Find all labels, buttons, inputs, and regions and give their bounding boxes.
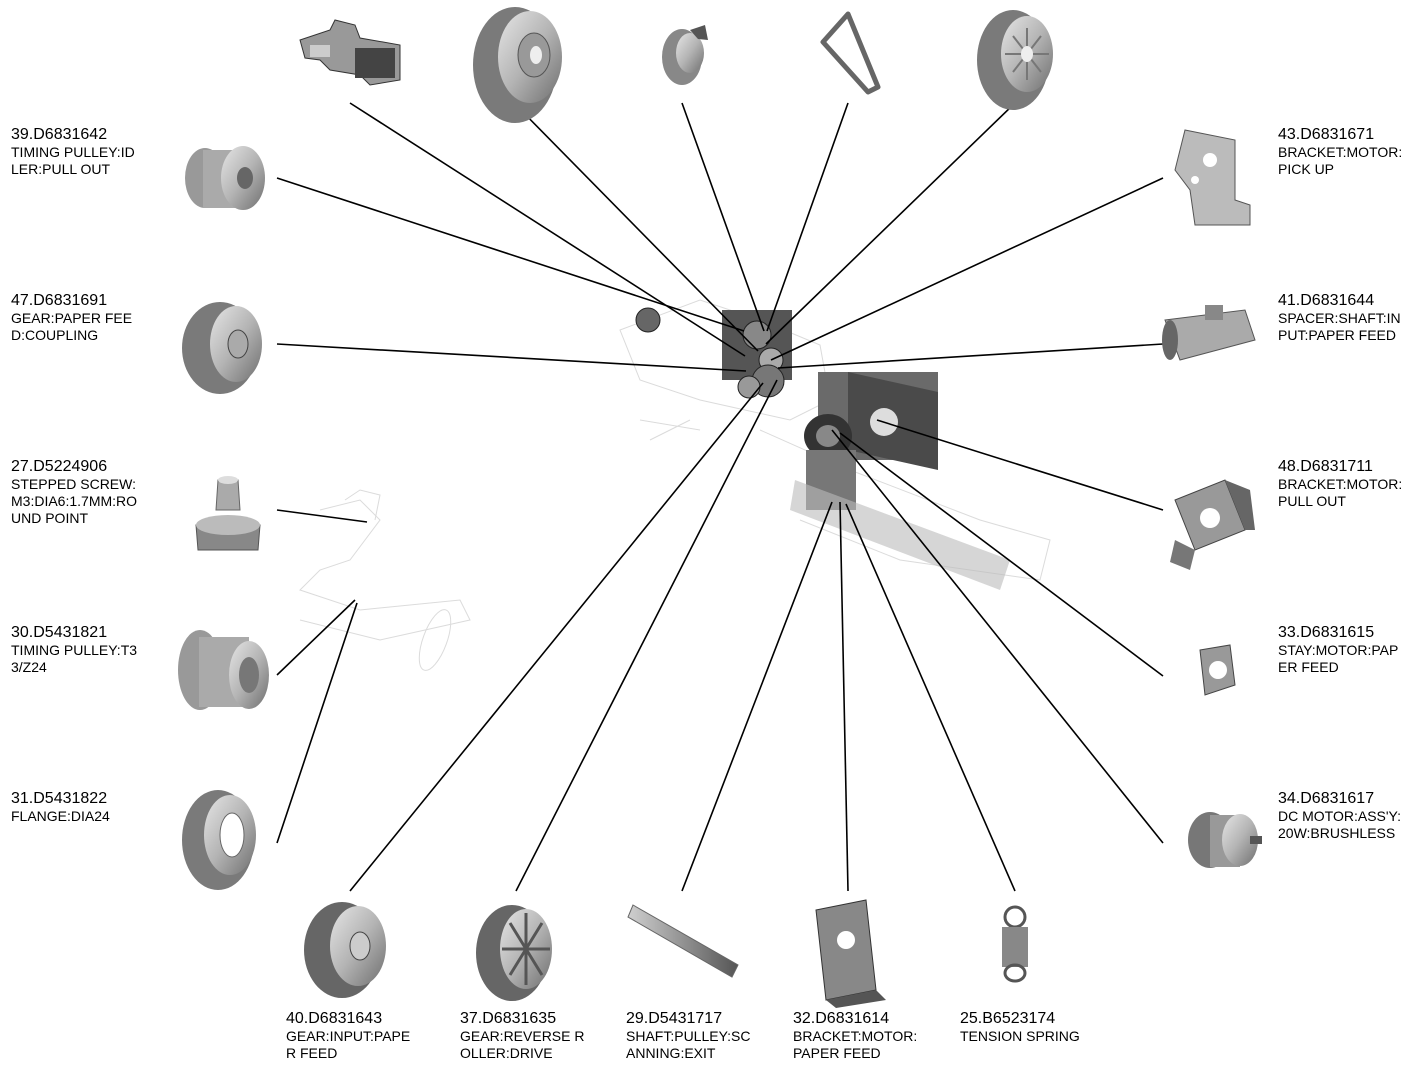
- part-number: 30.D5431821: [11, 624, 108, 641]
- part-desc-line: PUT:PAPER FEED: [1278, 326, 1396, 343]
- leader-lines: [276, 102, 1164, 892]
- part-desc-line: ANNING:EXIT: [626, 1044, 716, 1061]
- part-label-40: 40.D6831643 GEAR:INPUT:PAPE R FEED: [286, 1009, 410, 1062]
- part-image-screw-27: [195, 476, 261, 551]
- part-label-43: 43.D6831671 BRACKET:MOTOR: PICK UP: [1278, 125, 1402, 178]
- part-image-motor-34: [1188, 812, 1262, 868]
- part-desc-line: PICK UP: [1278, 160, 1335, 177]
- part-desc-line: ER FEED: [1278, 658, 1339, 675]
- part-image-timing-pulley-39: [185, 146, 265, 210]
- part-desc-line: FLANGE:DIA24: [11, 808, 110, 825]
- part-label-41: 41.D6831644 SPACER:SHAFT:IN PUT:PAPER FE…: [1278, 291, 1401, 344]
- part-desc-line: LER:PULL OUT: [11, 160, 111, 177]
- part-image-bracket-top: [299, 19, 401, 86]
- part-desc-line: TENSION SPRING: [960, 1028, 1080, 1045]
- part-number: 47.D6831691: [11, 292, 108, 309]
- part-image-bracket-48: [1170, 479, 1255, 570]
- part-number: 32.D6831614: [793, 1010, 890, 1027]
- part-desc-line: R FEED: [286, 1044, 338, 1061]
- part-image-pulley-top: [977, 10, 1053, 110]
- part-number: 40.D6831643: [286, 1010, 383, 1027]
- part-desc-line: TIMING PULLEY:T3: [11, 642, 138, 659]
- part-number: 33.D6831615: [1278, 624, 1375, 641]
- part-desc-line: D:COUPLING: [11, 326, 99, 343]
- part-desc-line: PULL OUT: [1278, 492, 1346, 509]
- part-desc-line: GEAR:PAPER FEE: [11, 310, 133, 327]
- part-label-29: 29.D5431717 SHAFT:PULLEY:SC ANNING:EXIT: [626, 1009, 751, 1062]
- part-number: 48.D6831711: [1278, 458, 1373, 475]
- part-label-32: 32.D6831614 BRACKET:MOTOR: PAPER FEED: [793, 1009, 917, 1062]
- part-desc-line: PAPER FEED: [793, 1044, 881, 1061]
- part-desc-line: 3/Z24: [11, 658, 47, 675]
- part-desc-line: UND POINT: [11, 509, 88, 526]
- part-number: 43.D6831671: [1278, 126, 1375, 143]
- part-image-belt-top: [820, 11, 881, 95]
- part-image-small-motor-top: [662, 25, 708, 85]
- part-image-spacer-41: [1162, 305, 1256, 361]
- part-image-bracket-43: [1174, 129, 1251, 226]
- part-desc-line: M3:DIA6:1.7MM:RO: [11, 492, 138, 509]
- part-desc-line: BRACKET:MOTOR:: [1278, 476, 1403, 493]
- part-label-39: 39.D6831642 TIMING PULLEY:ID LER:PULL OU…: [11, 125, 135, 178]
- part-image-gear-47: [182, 302, 262, 394]
- part-label-33: 33.D6831615 STAY:MOTOR:PAP ER FEED: [1278, 623, 1398, 676]
- part-image-gear-top-1: [473, 7, 562, 123]
- part-label-37: 37.D6831635 GEAR:REVERSE R OLLER:DRIVE: [460, 1009, 584, 1062]
- part-image-gear-40: [304, 902, 386, 998]
- part-label-48: 48.D6831711 BRACKET:MOTOR: PULL OUT: [1278, 457, 1402, 510]
- part-desc-line: BRACKET:MOTOR:: [793, 1028, 918, 1045]
- part-desc-line: STAY:MOTOR:PAP: [1278, 642, 1399, 659]
- part-image-bracket-32: [815, 899, 886, 1008]
- part-number: 41.D6831644: [1278, 292, 1375, 309]
- assembly-ghost: [299, 299, 1051, 671]
- part-desc-line: SHAFT:PULLEY:SC: [626, 1028, 751, 1045]
- part-number: 39.D6831642: [11, 126, 108, 143]
- part-image-flange-31: [182, 790, 256, 890]
- part-label-34: 34.D6831617 DC MOTOR:ASS'Y: 20W:BRUSHLES…: [1278, 789, 1401, 842]
- part-image-gear-37: [476, 905, 552, 1001]
- part-desc-line: OLLER:DRIVE: [460, 1044, 553, 1061]
- part-number: 34.D6831617: [1278, 790, 1375, 807]
- part-number: 31.D5431822: [11, 790, 108, 807]
- part-number: 25.B6523174: [960, 1010, 1056, 1027]
- part-image-stay-33: [1199, 644, 1236, 696]
- part-label-31: 31.D5431822 FLANGE:DIA24: [11, 789, 110, 825]
- part-label-25: 25.B6523174 TENSION SPRING: [960, 1009, 1080, 1045]
- part-label-47: 47.D6831691 GEAR:PAPER FEE D:COUPLING: [11, 291, 132, 344]
- part-image-timing-pulley-30: [178, 630, 269, 710]
- part-label-30: 30.D5431821 TIMING PULLEY:T3 3/Z24: [11, 623, 137, 676]
- part-number: 27.D5224906: [11, 458, 108, 475]
- part-label-27: 27.D5224906 STEPPED SCREW: M3:DIA6:1.7MM…: [11, 457, 137, 527]
- part-desc-line: STEPPED SCREW:: [11, 476, 136, 493]
- part-desc-line: BRACKET:MOTOR:: [1278, 144, 1403, 161]
- part-image-spring-25: [1002, 905, 1028, 983]
- part-desc-line: GEAR:REVERSE R: [460, 1028, 585, 1045]
- part-desc-line: DC MOTOR:ASS'Y:: [1278, 808, 1401, 825]
- part-number: 37.D6831635: [460, 1010, 557, 1027]
- part-image-shaft-29: [627, 904, 739, 978]
- part-desc-line: TIMING PULLEY:ID: [11, 144, 135, 161]
- part-desc-line: 20W:BRUSHLESS: [1278, 824, 1396, 841]
- part-number: 29.D5431717: [626, 1010, 723, 1027]
- part-desc-line: SPACER:SHAFT:IN: [1278, 310, 1401, 327]
- part-desc-line: GEAR:INPUT:PAPE: [286, 1028, 411, 1045]
